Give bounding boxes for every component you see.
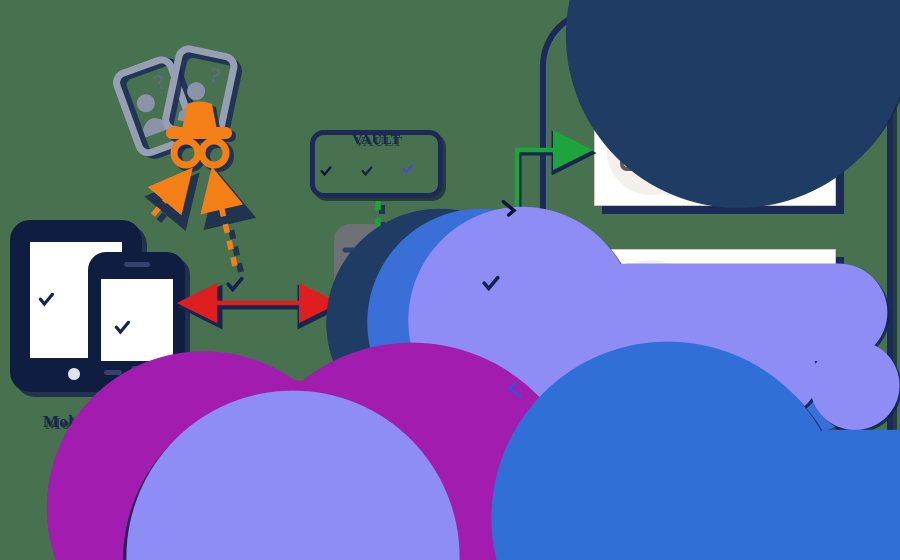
tablet [10,220,147,397]
payperrequest-key-periwinkle-icon [122,382,522,560]
third-party-apis-box: Third Party APIs API [540,8,893,540]
api-browser-icon: API [607,107,695,195]
attack-attempt-arrow-left [144,167,200,232]
api-card-payments: API Payments [594,96,836,206]
api-icon-text: API [628,450,650,464]
svg-text:?: ? [207,62,223,89]
api-icon-text: API [628,148,650,162]
incognito-spy-icon [166,101,236,172]
gear-icon [660,134,692,166]
api-card-label: Pay per Request [721,426,801,478]
reverse-proxy-icon [334,224,468,381]
swap-arrows-icon [352,280,468,376]
api-card-label: Maps [733,290,789,316]
api-card-label: Payments [713,137,809,163]
api-icon-text: API [628,301,650,315]
api-card-maps: API Maps [594,249,836,359]
svg-text:?: ? [150,68,169,95]
third-party-apis-title: Third Party APIs [607,36,825,66]
gear-icon [660,287,692,319]
identity-cards-icon: ? ? [113,45,242,159]
reverse-proxy-label: Reverse Proxy [326,389,438,408]
api-browser-icon: API [607,409,695,497]
gear-icon [660,436,692,468]
api-browser-icon: API [607,260,695,348]
mobile-proxy-red-arrow [176,282,343,330]
attack-attempt-arrow-right [200,166,257,273]
smartphone [88,252,190,397]
vault-to-proxy-dashed-arrow [372,201,386,298]
api-card-pay-per-request: API Pay per Request [594,398,836,508]
mobile-clients-label: Mobile Clients [42,412,157,431]
vault-label: VAULT [352,133,401,148]
